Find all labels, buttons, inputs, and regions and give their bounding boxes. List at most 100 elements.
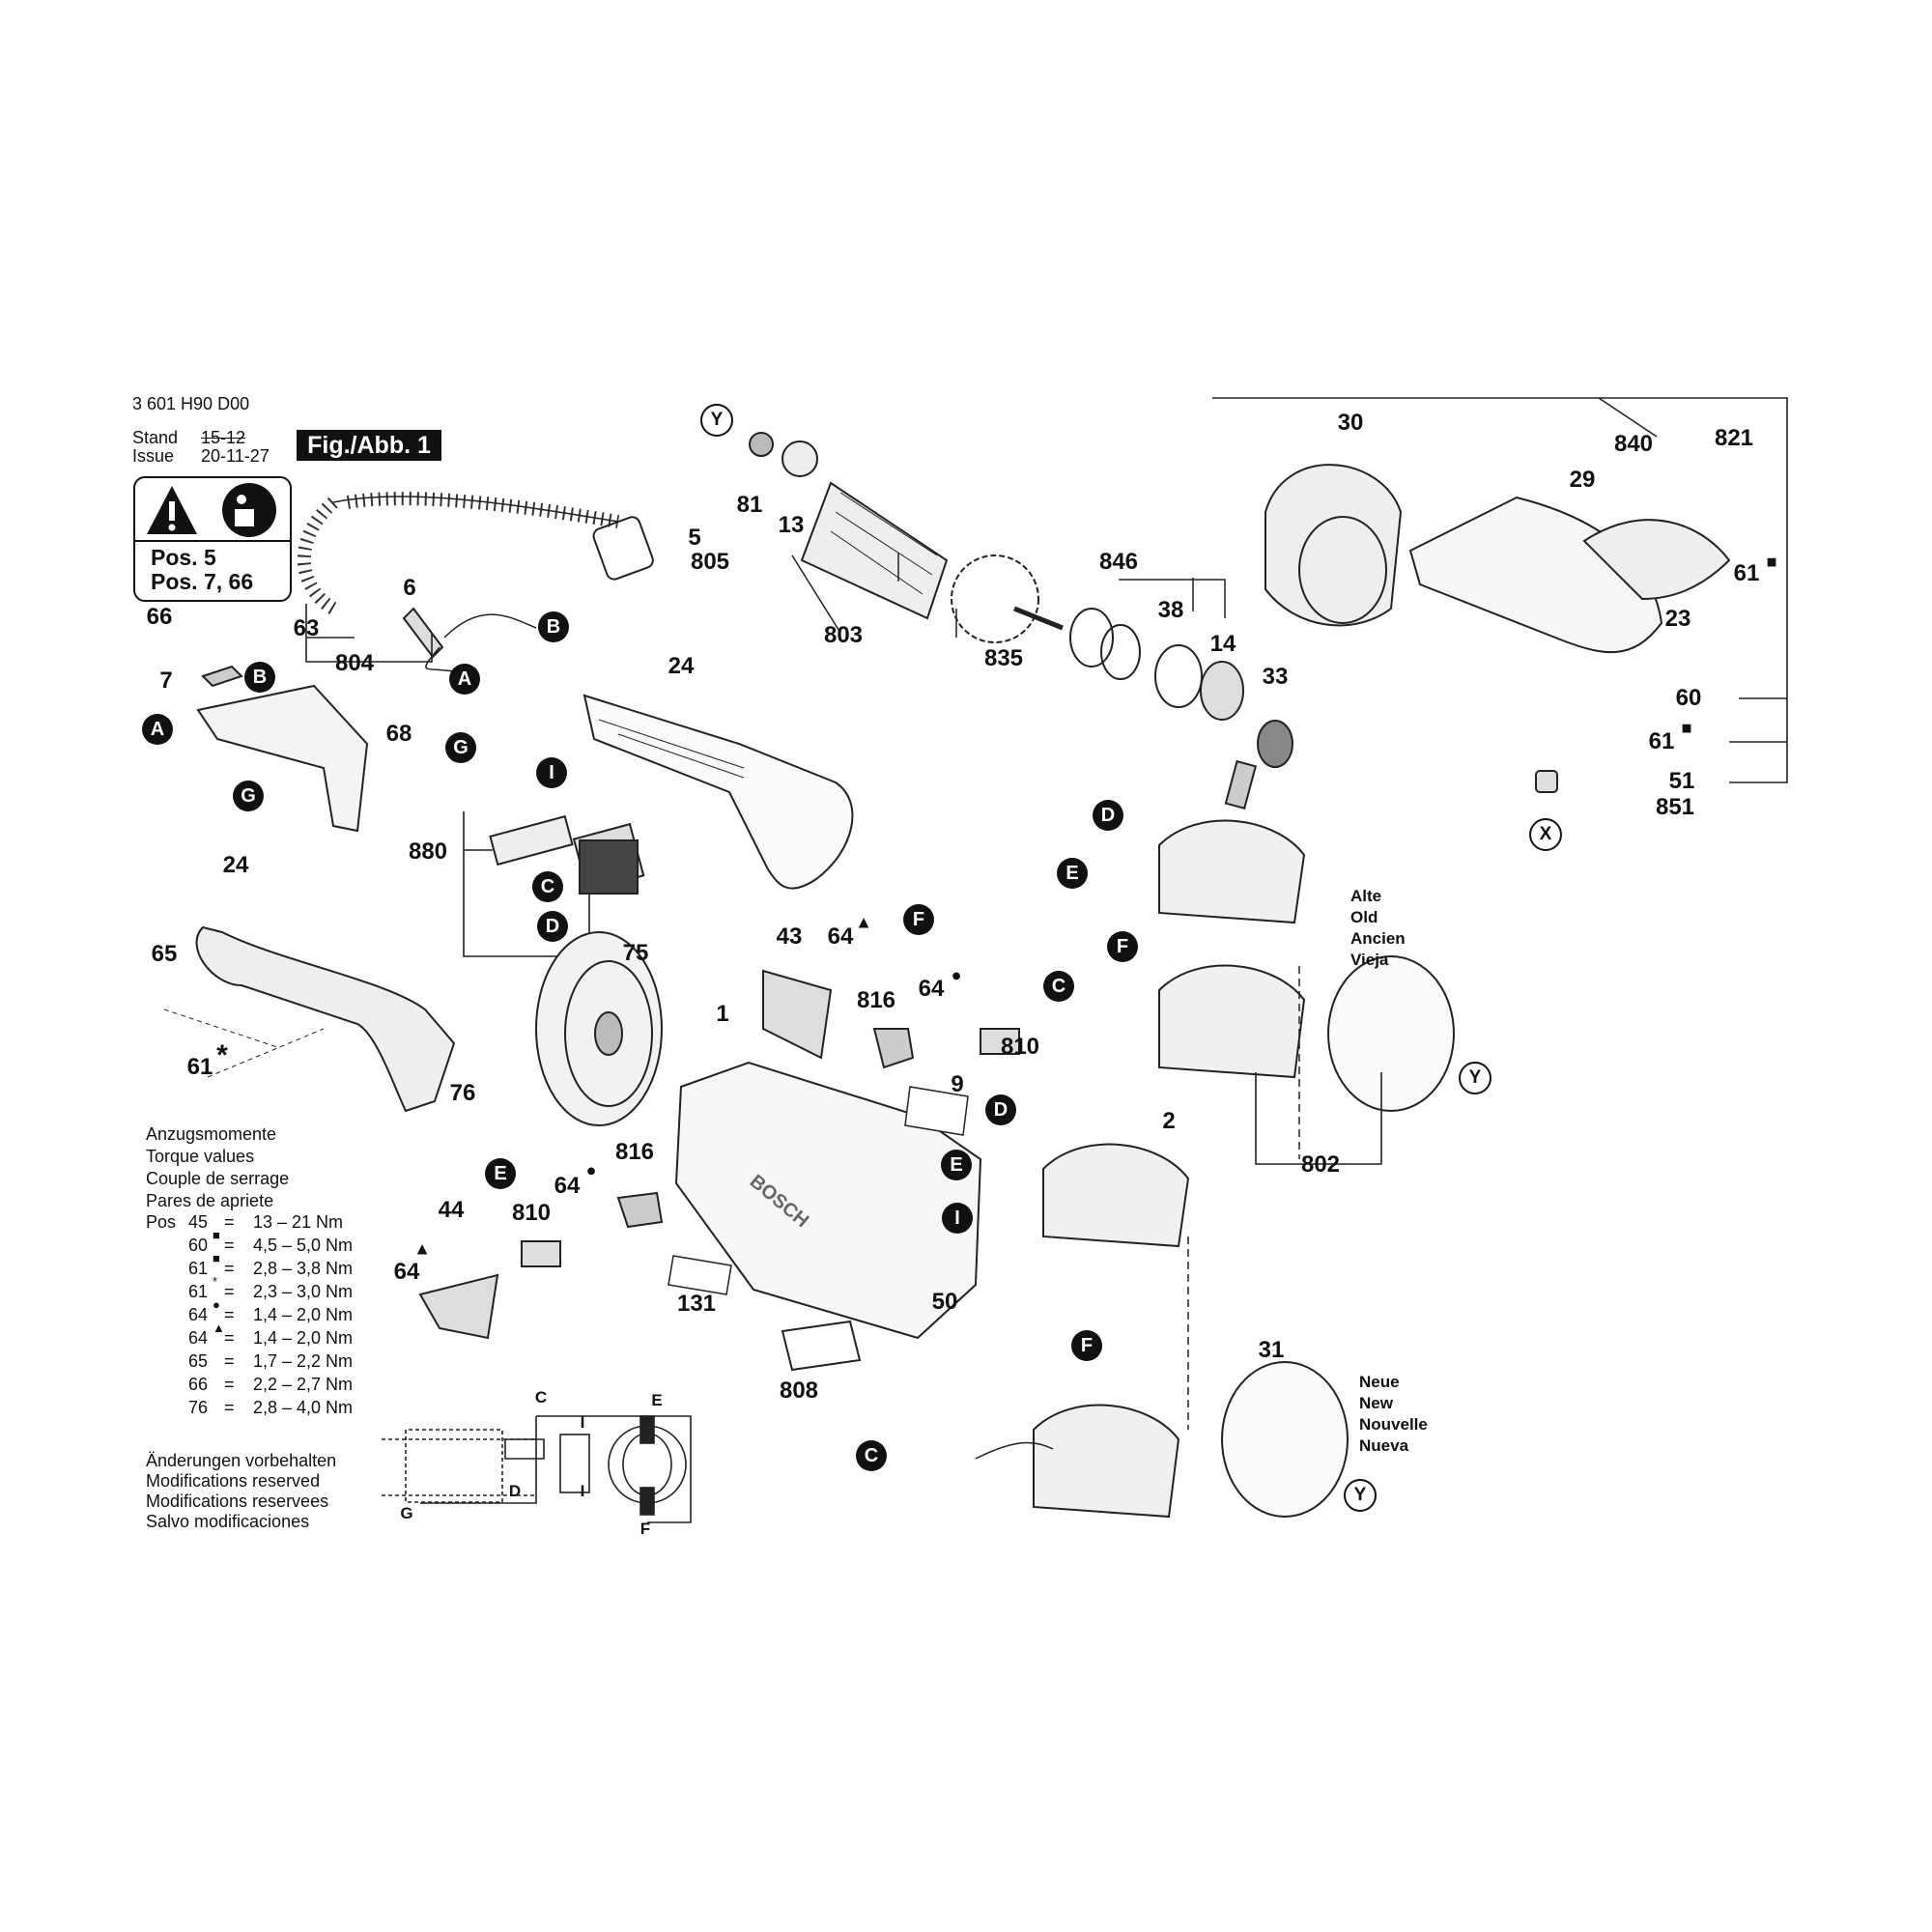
rear-handle-shell — [582, 694, 854, 890]
callout-64: 64 — [554, 1173, 581, 1199]
callout-24: 24 — [222, 852, 249, 878]
new-en: New — [1359, 1394, 1393, 1412]
torque-pos: 64 — [188, 1328, 209, 1348]
power-cord — [297, 492, 620, 615]
brush-cover — [418, 1273, 499, 1340]
circuit-label-g: G — [400, 1504, 413, 1522]
torque-pos: 64 — [188, 1305, 209, 1324]
callout-880: 880 — [408, 838, 448, 865]
new-fr: Nouvelle — [1359, 1415, 1428, 1434]
callout-61: 61 — [186, 1054, 213, 1080]
dot-marker: ● — [951, 965, 962, 985]
disclaimer-en: Modifications reserved — [146, 1471, 321, 1491]
connector-marker-d: D — [985, 1094, 1016, 1125]
callout-63: 63 — [293, 615, 320, 641]
callout-64: 64 — [827, 923, 854, 950]
callout-61: 61 — [1648, 728, 1675, 754]
warning-pos-line2: Pos. 7, 66 — [151, 569, 254, 594]
bearing-flange — [1264, 464, 1403, 627]
armature — [800, 481, 949, 620]
new-de: Neue — [1359, 1373, 1400, 1391]
torque-pos: 61 — [188, 1282, 209, 1301]
torque-mark: * — [213, 1274, 218, 1289]
new-es: Nueva — [1359, 1436, 1409, 1455]
connector-marker-i: I — [536, 757, 567, 788]
torque-title-de: Anzugsmomente — [146, 1124, 277, 1144]
callout-81: 81 — [736, 492, 763, 518]
callout-810: 810 — [511, 1200, 552, 1226]
callout-38: 38 — [1157, 597, 1184, 623]
star-marker: * — [216, 1039, 228, 1071]
circuit-label-e: E — [651, 1391, 663, 1409]
torque-title-fr: Couple de serrage — [146, 1169, 290, 1188]
callout-43: 43 — [776, 923, 803, 950]
old-fr: Ancien — [1350, 929, 1406, 948]
callout-60: 60 — [1675, 685, 1702, 711]
callout-6: 6 — [403, 575, 416, 601]
disclaimer-de: Änderungen vorbehalten — [146, 1451, 337, 1470]
dot-marker: ● — [585, 1160, 597, 1180]
connector-marker-e: E — [941, 1150, 972, 1180]
connector-marker-g: G — [445, 732, 476, 763]
torque-pos: 60 — [188, 1236, 209, 1255]
callout-851: 851 — [1655, 794, 1695, 820]
callout-44: 44 — [438, 1197, 465, 1223]
callout-802: 802 — [1300, 1151, 1341, 1178]
old-es: Vieja — [1350, 951, 1389, 969]
field-coil-old — [1158, 819, 1306, 924]
connector-marker-d: D — [1093, 800, 1123, 831]
circuit-label-d: D — [508, 1482, 522, 1500]
switch-housing — [196, 684, 369, 833]
old-en: Old — [1350, 908, 1378, 926]
connector-marker-f: F — [1107, 931, 1138, 962]
callout-1: 1 — [716, 1001, 729, 1027]
torque-pos: 76 — [188, 1398, 209, 1417]
torque-value: 2,2 – 2,7 Nm — [253, 1375, 354, 1394]
connector-marker-a: A — [142, 714, 173, 745]
callout-61: 61 — [1733, 560, 1760, 586]
callout-66: 66 — [146, 604, 173, 630]
callout-840: 840 — [1613, 431, 1654, 457]
callout-131: 131 — [676, 1291, 717, 1317]
disclaimer-fr: Modifications reservees — [146, 1492, 329, 1511]
connector-marker-b: B — [244, 662, 275, 693]
torque-pos-label: Pos — [146, 1212, 177, 1232]
circuit-label-i: I — [580, 1482, 585, 1500]
old-date: 15-12 — [201, 428, 246, 447]
connector-marker-c: C — [532, 871, 563, 902]
fan-baffle-old — [1327, 955, 1455, 1112]
callout-810: 810 — [1000, 1034, 1040, 1060]
torque-title-es: Pares de apriete — [146, 1191, 274, 1210]
callout-23: 23 — [1664, 606, 1691, 632]
connector-marker-f: F — [1071, 1330, 1102, 1361]
callout-51: 51 — [1668, 768, 1695, 794]
issue-date: 20-11-27 — [201, 446, 270, 466]
field-coil-old — [1158, 964, 1306, 1079]
triangle-marker: ▲ — [413, 1238, 431, 1259]
callout-50: 50 — [931, 1289, 958, 1315]
torque-eq: = — [224, 1398, 235, 1417]
callout-24: 24 — [668, 653, 695, 679]
torque-value: 2,8 – 4,0 Nm — [253, 1398, 354, 1417]
callout-31: 31 — [1258, 1337, 1285, 1363]
triangle-marker: ▲ — [855, 912, 872, 932]
torque-pos: 45 — [188, 1212, 209, 1232]
callout-846: 846 — [1098, 549, 1139, 575]
callout-804: 804 — [334, 650, 375, 676]
callout-821: 821 — [1714, 425, 1754, 451]
torque-pos: 66 — [188, 1375, 209, 1394]
torque-value: 1,4 – 2,0 Nm — [253, 1305, 354, 1324]
callout-835: 835 — [983, 645, 1024, 671]
callout-64: 64 — [918, 976, 945, 1002]
figure-label: Fig./Abb. 1 — [297, 430, 441, 461]
torque-eq: = — [224, 1328, 235, 1348]
torque-eq: = — [224, 1305, 235, 1324]
torque-mark: ● — [213, 1297, 220, 1312]
electronic-module — [579, 839, 639, 895]
circuit-label-c: C — [534, 1388, 548, 1406]
connector-marker-e: E — [485, 1158, 516, 1189]
callout-808: 808 — [779, 1378, 819, 1404]
